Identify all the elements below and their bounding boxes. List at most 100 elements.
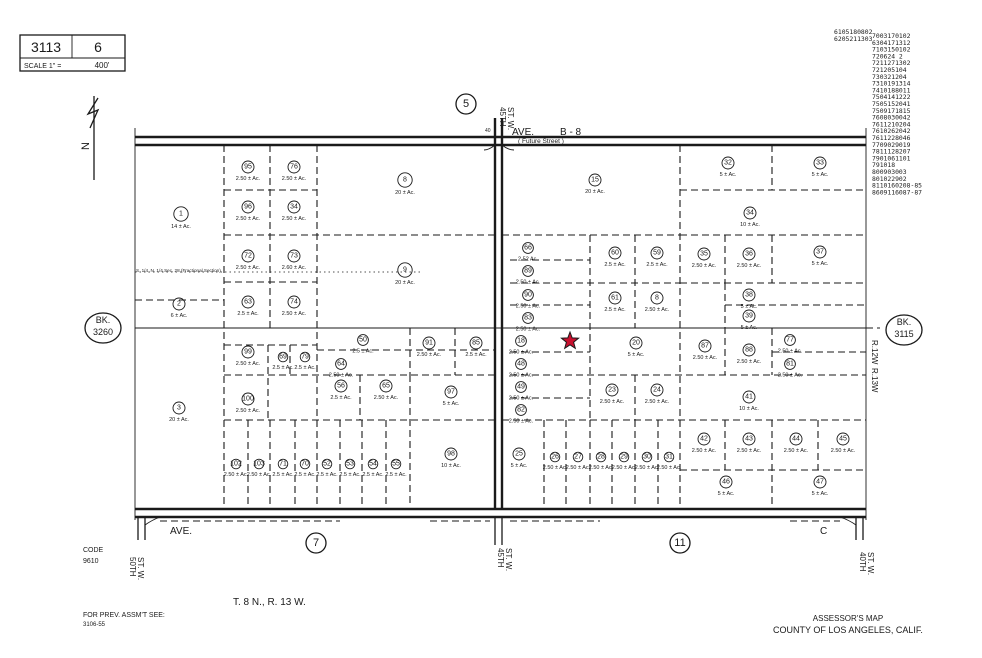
parcel-number-circle (173, 206, 189, 222)
parcel-28: 282.50 ± Ac. (589, 451, 614, 471)
revision-entry: 6205211303 (834, 35, 873, 43)
parcel-47: 475 ± Ac. (812, 475, 829, 497)
parcel-acreage: 2.5 ± Ac. (362, 472, 384, 478)
parcel-number-circle (515, 404, 527, 416)
parcel-15: 1520 ± Ac. (585, 173, 605, 195)
revision-entry: 801022902 (872, 175, 907, 183)
top-sheet-number: 5 (463, 98, 469, 110)
parcel-acreage: 5 ± Ac. (443, 401, 460, 407)
parcel-number-circle (697, 432, 711, 446)
40th-street-label: 40TH (858, 552, 867, 572)
parcel-number: 90 (524, 292, 532, 299)
parcel-acreage: 5 ± Ac. (812, 261, 829, 267)
parcel-number-circle (444, 385, 458, 399)
parcel-number-circle (721, 156, 735, 170)
section-lines (135, 271, 880, 329)
parcel-20: 205 ± Ac. (628, 336, 645, 358)
revision-entry: 791018 (872, 161, 895, 169)
township-label: T. 8 N., R. 13 W. (233, 597, 306, 608)
parcel-number: 28 (597, 454, 605, 461)
parcel-acreage: 2.50 ± Ac. (247, 472, 272, 478)
parcel-96: 962.50 ± Ac. (236, 200, 261, 222)
parcel-number-circle (813, 245, 827, 259)
parcel-number: 79 (301, 354, 309, 361)
parcel-number: 30 (643, 454, 651, 461)
parcel-number: 43 (745, 436, 753, 443)
parcel-lines (135, 145, 866, 509)
parcel-number-circle (836, 432, 850, 446)
top-avenue-label: AVE. (512, 127, 534, 138)
parcel-number: 35 (700, 251, 708, 258)
parcel-number: 37 (816, 249, 824, 256)
parcel-acreage: 2.50 ± Ac. (692, 263, 717, 269)
parcel-number-circle (742, 390, 756, 404)
parcel-acreage: 2.5 ± Ac. (385, 472, 407, 478)
parcel-77: 772.50 ± Ac. (778, 334, 803, 354)
parcel-number: 8 (403, 177, 407, 184)
parcel-number-circle (287, 249, 301, 263)
revision-entry: 7709029019 (872, 141, 911, 149)
parcel-number-circle (241, 160, 255, 174)
parcel-number: 89 (524, 268, 532, 275)
parcel-number-circle (172, 401, 186, 415)
parcel-65: 652.50 ± Ac. (374, 379, 399, 401)
parcel-number: 69 (279, 354, 287, 361)
range-right-label: R.12W (870, 340, 879, 365)
parcel-acreage: 2.50 ± Ac. (645, 399, 670, 405)
parcel-95: 952.50 ± Ac. (236, 160, 261, 182)
parcel-number: 56 (337, 383, 345, 390)
parcel-acreage: 2.50 ± Ac. (509, 372, 534, 378)
parcel-acreage: 2.50 ± Ac. (612, 465, 637, 471)
parcel-88: 882.50 ± Ac. (737, 343, 762, 365)
parcel-number-circle (379, 379, 393, 393)
parcel-acreage: 2.5 ± Ac. (316, 472, 338, 478)
parcel-acreage: 2.5 ± Ac. (330, 395, 352, 401)
parcel-number-circle (367, 458, 379, 470)
parcel-8: 82.50 ± Ac. (645, 291, 670, 313)
parcel-number: 41 (745, 394, 753, 401)
parcel-24: 242.50 ± Ac. (645, 383, 670, 405)
40th-street-label-2: ST. W. (866, 552, 875, 575)
parcel-76: 762.50 ± Ac. (282, 160, 307, 182)
revision-entry: 7504141222 (872, 93, 911, 101)
parcel-acreage: 5 ± Ac. (720, 172, 737, 178)
parcel-acreage: 2.5 ± Ac. (294, 365, 316, 371)
parcel-number-circle (784, 358, 796, 370)
50th-street-label-2: ST. W. (136, 557, 145, 580)
parcel-number-circle (697, 247, 711, 261)
revision-entry: 800903003 (872, 168, 907, 176)
parcel-number: 44 (792, 436, 800, 443)
parcel-89: 892.50 ± Ac. (516, 265, 541, 285)
parcel-number-circle (515, 358, 527, 370)
parcel-acreage: 2.50 ± Ac. (329, 372, 354, 378)
parcel-number-circle (230, 458, 242, 470)
45th-street-top-label-2: ST. W. (506, 107, 515, 130)
parcel-85: 852.5 ± Ac. (465, 336, 487, 358)
parcel-number-circle (422, 336, 436, 350)
parcel-48: 482.50 ± Ac. (509, 358, 534, 378)
parcel-number: 76 (290, 164, 298, 171)
revision-entry: 7811128207 (872, 148, 911, 156)
parcel-72: 722.50 ± Ac. (236, 249, 261, 271)
parcel-number-circle (572, 451, 584, 463)
parcel-number: 33 (816, 160, 824, 167)
parcel-acreage: 20 ± Ac. (395, 280, 415, 286)
parcel-number-circle (743, 206, 757, 220)
revision-entry: 730321204 (872, 73, 907, 81)
parcel-number-circle (742, 247, 756, 261)
parcel-acreage: 10 ± Ac. (441, 463, 461, 469)
parcel-number: 100 (242, 396, 254, 403)
parcel-49: 492.50 ± Ac. (509, 381, 534, 401)
parcel-number-circle (241, 200, 255, 214)
parcel-number: 29 (620, 454, 628, 461)
parcel-number-circle (277, 458, 289, 470)
road-lines (134, 118, 867, 545)
parcel-number-circle (241, 392, 255, 406)
parcel-number-circle (344, 458, 356, 470)
map-title-line1: ASSESSOR'S MAP (813, 614, 883, 623)
parcel-number: 50 (359, 337, 367, 344)
parcel-number: 65 (382, 383, 390, 390)
